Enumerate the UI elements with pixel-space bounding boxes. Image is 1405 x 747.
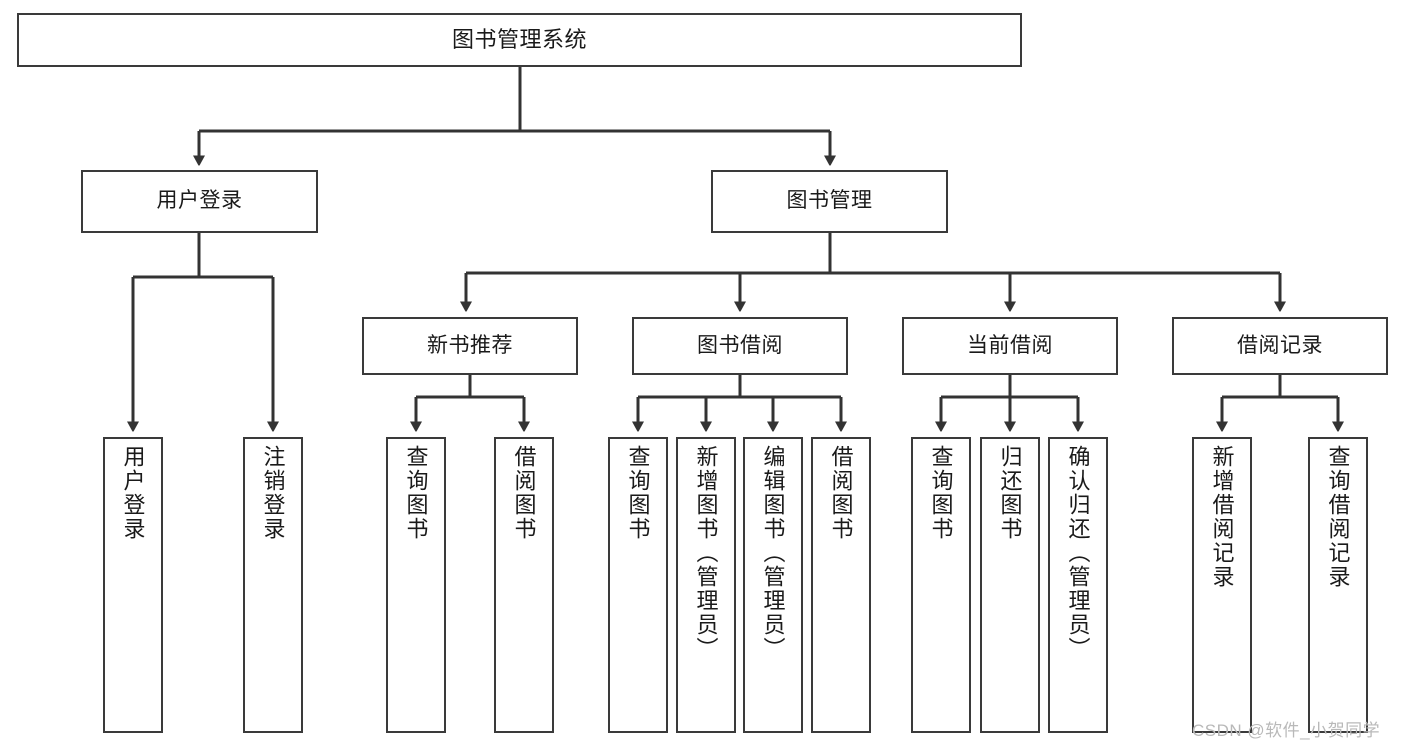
leaf-query-book-borrow[interactable]: 查询图书 xyxy=(608,437,668,733)
leaf-borrow-book-new-recommend[interactable]: 借阅图书 xyxy=(494,437,554,733)
node-book-management-system[interactable]: 图书管理系统 xyxy=(17,13,1022,67)
node-label: 编辑图书（管理员） xyxy=(760,445,786,661)
node-label: 新增借阅记录 xyxy=(1209,445,1235,589)
leaf-return-book[interactable]: 归还图书 xyxy=(980,437,1040,733)
node-label: 新书推荐 xyxy=(427,333,513,357)
leaf-edit-book[interactable]: 编辑图书（管理员） xyxy=(743,437,803,733)
node-book-management[interactable]: 图书管理 xyxy=(711,170,948,233)
node-label: 归还图书 xyxy=(997,445,1023,541)
node-borrow-record[interactable]: 借阅记录 xyxy=(1172,317,1388,375)
node-label: 查询图书 xyxy=(928,445,954,541)
leaf-add-book[interactable]: 新增图书（管理员） xyxy=(676,437,736,733)
node-label: 确认归还（管理员） xyxy=(1065,445,1091,661)
leaf-user-login[interactable]: 用户登录 xyxy=(103,437,163,733)
node-label: 注销登录 xyxy=(260,445,286,541)
leaf-logout-login[interactable]: 注销登录 xyxy=(243,437,303,733)
node-label: 图书管理 xyxy=(786,189,873,213)
node-label: 用户登录 xyxy=(156,189,243,213)
csdn-watermark: CSDN @软件_小贺同学 xyxy=(1192,721,1381,740)
node-label: 图书管理系统 xyxy=(451,27,587,53)
node-label: 用户登录 xyxy=(120,445,146,541)
node-label: 借阅图书 xyxy=(828,445,854,541)
leaf-query-book-new-recommend[interactable]: 查询图书 xyxy=(386,437,446,733)
node-label: 借阅记录 xyxy=(1237,333,1323,357)
node-label: 当前借阅 xyxy=(967,333,1053,357)
leaf-confirm-return[interactable]: 确认归还（管理员） xyxy=(1048,437,1108,733)
node-label: 借阅图书 xyxy=(511,445,537,541)
leaf-query-borrow-record[interactable]: 查询借阅记录 xyxy=(1308,437,1368,733)
leaf-borrow-book-borrow[interactable]: 借阅图书 xyxy=(811,437,871,733)
node-label: 图书借阅 xyxy=(697,333,783,357)
node-new-book-recommend[interactable]: 新书推荐 xyxy=(362,317,578,375)
node-label: 查询图书 xyxy=(403,445,429,541)
leaf-query-book-current[interactable]: 查询图书 xyxy=(911,437,971,733)
node-user-login[interactable]: 用户登录 xyxy=(81,170,318,233)
node-label: 查询借阅记录 xyxy=(1325,445,1351,589)
leaf-add-borrow-record[interactable]: 新增借阅记录 xyxy=(1192,437,1252,733)
node-label: 查询图书 xyxy=(625,445,651,541)
node-label: 新增图书（管理员） xyxy=(693,445,719,661)
node-current-borrow[interactable]: 当前借阅 xyxy=(902,317,1118,375)
node-book-borrow[interactable]: 图书借阅 xyxy=(632,317,848,375)
